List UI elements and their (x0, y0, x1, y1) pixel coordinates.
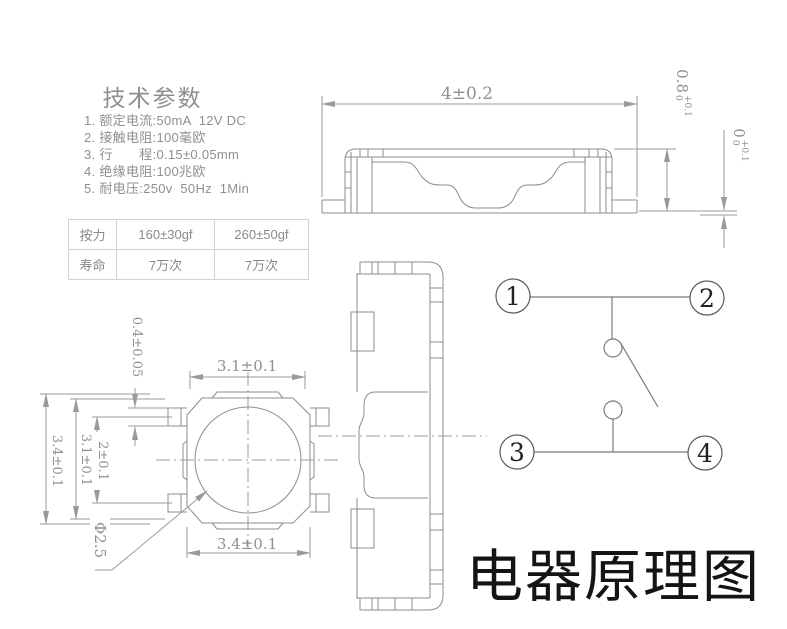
terminal-4-label: 4 (697, 438, 713, 468)
tech-param-item: 5. 耐电压:250v 50Hz 1Min (84, 181, 250, 196)
tech-param-item: 4. 绝缘电阻:100兆欧 (84, 164, 206, 179)
tech-param-item: 2. 接触电阻:100毫欧 (84, 130, 206, 145)
tech-param-item: 3. 行 程:0.15±0.05mm (84, 147, 240, 162)
schematic-title: 电器原理图 (466, 544, 761, 610)
tol-plus: +0.1 (682, 95, 692, 117)
cell: 160±30gf (116, 219, 215, 250)
tol-minus: 0 (673, 95, 683, 101)
tech-param-item: 1. 额定电流:50mA 12V DC (84, 113, 247, 128)
row-label: 按力 (68, 219, 117, 250)
cell: 260±50gf (214, 219, 309, 250)
dim-body-height: 0.8 +0.1 0 (671, 38, 693, 148)
dim-side-width: 4±0.2 (440, 84, 494, 104)
spec-table: 按力 160±30gf 260±50gf 寿命 7万次 7万次 (68, 219, 309, 280)
terminal-3-circle (500, 435, 534, 469)
dim-left-outer-height: 3.4±0.1 (48, 424, 65, 498)
terminal-2-label: 2 (699, 283, 715, 313)
circuit-schematic (496, 279, 724, 470)
table-row: 按力 160±30gf 260±50gf (68, 219, 309, 250)
terminal-2-circle (690, 281, 724, 315)
top-view (40, 371, 342, 570)
terminal-1-circle (496, 279, 530, 313)
front-view (318, 262, 487, 610)
row-label: 寿命 (68, 249, 117, 280)
height-dimensions (614, 130, 737, 248)
tol-minus: 0 (730, 139, 740, 146)
dim-value: 0 (730, 128, 748, 138)
side-view (321, 96, 638, 213)
dim-top-outer-width: 3.4±0.1 (216, 535, 278, 553)
dim-lead-pitch: 2±0.1 (95, 432, 111, 490)
terminal-3-label: 3 (509, 437, 525, 467)
table-row: 寿命 7万次 7万次 (68, 249, 309, 280)
cell: 7万次 (116, 249, 215, 280)
terminal-1-label: 1 (505, 281, 521, 311)
dim-button-diameter: Φ2.5 (90, 511, 110, 569)
dim-value: 0.8 (673, 69, 691, 93)
dim-lead-width: 0.4±0.05 (128, 311, 145, 383)
tol-plus: +0.1 (739, 139, 749, 162)
dim-top-inner-width: 3.1±0.1 (216, 357, 278, 375)
cell: 7万次 (214, 249, 309, 280)
dim-left-inner-height: 3.1±0.1 (78, 426, 94, 494)
dim-coplanarity: 0 +0.1 0 (728, 116, 750, 174)
tech-params-title: 技术参数 (102, 85, 203, 111)
terminal-4-circle (688, 436, 722, 470)
